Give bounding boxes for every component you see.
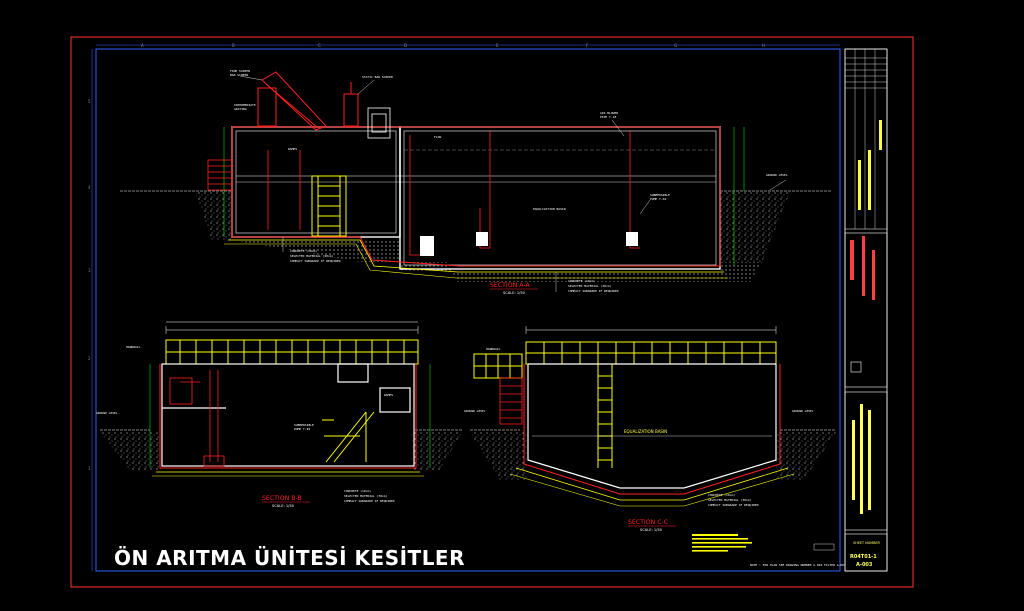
sheet-border xyxy=(70,36,914,588)
svg-text:HANDRAIL: HANDRAIL xyxy=(486,347,501,351)
grid-letter-a: A xyxy=(141,43,144,48)
section-b-drawing: HANDRAIL GROUND LEVEL SUBMERSIBLE PUMP T… xyxy=(96,321,462,508)
svg-text:AIR BLOWER: AIR BLOWER xyxy=(600,111,618,115)
grid-letter-b: B xyxy=(232,43,235,48)
section-c-scale: SCALE: 1/50 xyxy=(640,528,663,532)
section-c-labels: GROUND LEVEL GROUND LEVEL CONCRETE (10cm… xyxy=(464,347,814,507)
svg-text:HANDRAIL: HANDRAIL xyxy=(126,345,141,349)
notes-block: NOTE : FOR PLAN SEE DRAWING NUMBER A-002… xyxy=(692,534,846,567)
svg-text:CONCRETE (10cm): CONCRETE (10cm) xyxy=(708,493,735,497)
grid-number-2: 2 xyxy=(88,356,91,361)
grid-number-1: 1 xyxy=(88,466,91,471)
svg-text:SUBMERSIBLE: SUBMERSIBLE xyxy=(650,193,670,197)
svg-text:PUMP T-02: PUMP T-02 xyxy=(294,427,310,431)
section-a-basin-label: EQUALIZATION BASIN xyxy=(533,207,566,211)
svg-text:FLOW: FLOW xyxy=(434,135,441,139)
svg-text:COMPACT SUBGRADE IF REQUIRED: COMPACT SUBGRADE IF REQUIRED xyxy=(344,499,395,503)
svg-text:GROUND LEVEL: GROUND LEVEL xyxy=(464,409,486,413)
svg-text:SUBMERSIBLE: SUBMERSIBLE xyxy=(294,423,314,427)
svg-text:CONCRETE (10cm): CONCRETE (10cm) xyxy=(290,249,317,253)
svg-text:FINE SCREEN: FINE SCREEN xyxy=(230,69,250,73)
section-a-title: SECTION A-A xyxy=(490,282,530,289)
title-block: SHEET NUMBER R04T01-1 A-003 xyxy=(844,48,888,572)
grid-letter-c: C xyxy=(318,43,321,48)
svg-text:COMPACT SUBGRADE IF REQUIRED: COMPACT SUBGRADE IF REQUIRED xyxy=(568,289,619,293)
grid-number-4: 4 xyxy=(88,185,91,190)
svg-text:GROUND LEVEL: GROUND LEVEL xyxy=(96,411,118,415)
svg-text:SELECTED MATERIAL (30cm): SELECTED MATERIAL (30cm) xyxy=(708,498,752,502)
svg-text:RAMPS: RAMPS xyxy=(288,147,297,151)
grid-letter-d: D xyxy=(404,43,407,48)
section-c-drawing: GROUND LEVEL GROUND LEVEL CONCRETE (10cm… xyxy=(464,326,836,532)
section-c-basin-label: EQUALIZATION BASIN xyxy=(624,429,667,434)
section-b-labels: HANDRAIL GROUND LEVEL SUBMERSIBLE PUMP T… xyxy=(96,345,395,503)
svg-text:INTERMEDIATE: INTERMEDIATE xyxy=(234,103,256,107)
section-a-scale: SCALE: 1/50 xyxy=(503,291,526,295)
grid-letter-e: E xyxy=(496,43,499,48)
svg-text:COMPACT SUBGRADE IF REQUIRED: COMPACT SUBGRADE IF REQUIRED xyxy=(708,503,759,507)
grid-number-3: 3 xyxy=(88,268,91,273)
svg-text:BAR SCREEN: BAR SCREEN xyxy=(230,73,248,77)
svg-text:CONCRETE (10cm): CONCRETE (10cm) xyxy=(344,489,371,493)
section-a-labels: FINE SCREEN BAR SCREEN STATIC BAR SCREEN… xyxy=(230,69,788,293)
section-b-title: SECTION B-B xyxy=(262,495,302,502)
svg-text:RAMPS: RAMPS xyxy=(384,393,393,397)
svg-text:PIPE T-18: PIPE T-18 xyxy=(600,115,616,119)
svg-text:SELECTED MATERIAL (30cm): SELECTED MATERIAL (30cm) xyxy=(568,284,612,288)
svg-text:GROUND LEVEL: GROUND LEVEL xyxy=(792,409,814,413)
svg-text:PUMP T-02: PUMP T-02 xyxy=(650,197,666,201)
grid-letter-h: H xyxy=(762,43,765,48)
grid-number-5: 5 xyxy=(88,99,91,104)
sheet-number-label: SHEET NUMBER xyxy=(853,541,881,545)
svg-text:SELECTED MATERIAL (30cm): SELECTED MATERIAL (30cm) xyxy=(290,254,334,258)
drawing-number: A-003 xyxy=(856,562,873,568)
svg-text:COMPACT SUBGRADE IF REQUIRED: COMPACT SUBGRADE IF REQUIRED xyxy=(290,259,341,263)
grid-letters: A B C D E F G H xyxy=(141,43,765,48)
grid-numbers: 5 4 3 2 1 xyxy=(88,99,91,471)
svg-text:STATIC BAR SCREEN: STATIC BAR SCREEN xyxy=(362,75,393,79)
section-b-scale: SCALE: 1/50 xyxy=(272,504,295,508)
grid-letter-g: G xyxy=(674,43,677,48)
sheet-number: R04T01-1 xyxy=(850,554,877,560)
svg-text:GRATING: GRATING xyxy=(234,107,247,111)
section-c-title: SECTION C-C xyxy=(628,519,668,526)
section-a-drawing: FINE SCREEN BAR SCREEN STATIC BAR SCREEN… xyxy=(120,69,832,295)
svg-text:CONCRETE (10cm): CONCRETE (10cm) xyxy=(568,279,595,283)
drawing-caption: ÖN ARITMA ÜNİTESİ KESİTLER xyxy=(114,546,465,570)
grid-letter-f: F xyxy=(586,43,589,48)
svg-text:GROUND LEVEL: GROUND LEVEL xyxy=(766,173,788,177)
svg-text:SELECTED MATERIAL (30cm): SELECTED MATERIAL (30cm) xyxy=(344,494,388,498)
note-text: NOTE : FOR PLAN SEE DRAWING NUMBER A-002… xyxy=(750,563,846,567)
